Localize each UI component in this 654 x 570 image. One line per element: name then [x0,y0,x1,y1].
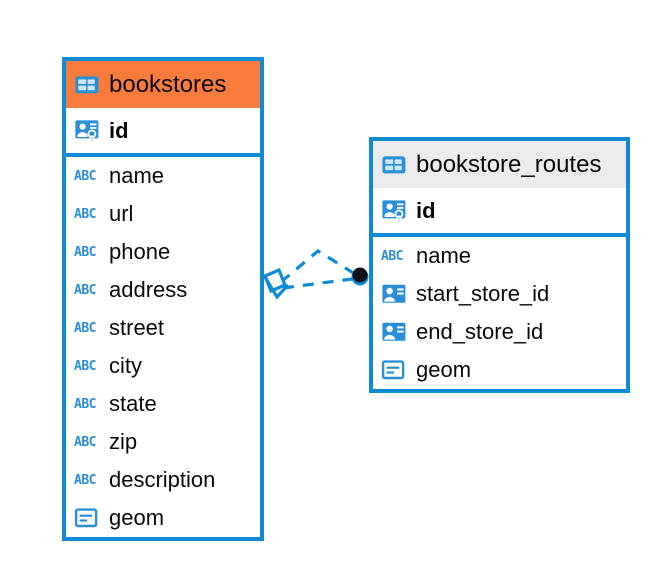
abc-text-icon-label: ABC [74,244,96,260]
field-label: zip [109,429,138,454]
relationship-line-upper [279,249,356,284]
abc-text-icon: ABC [74,431,100,453]
relationship-line-lower [282,277,353,290]
abc-text-icon: ABC [74,317,100,339]
field-row-end-store-id[interactable]: end_store_id [373,313,626,351]
filled-circle-marker [351,267,369,286]
entity-title: bookstores [109,70,227,98]
abc-text-icon: ABC [74,203,100,225]
field-label: phone [109,239,171,264]
primary-key-icon [382,199,406,223]
field-label: name [416,243,472,268]
abc-text-icon: ABC [74,393,100,415]
primary-key-separator [66,153,260,157]
field-label: address [109,277,188,302]
crows-foot-diamond-marker [262,267,290,300]
abc-text-icon-label: ABC [74,396,96,412]
abc-text-icon-label: ABC [74,206,96,222]
abc-text-icon: ABC [74,165,100,187]
entity-header[interactable]: bookstore_routes [373,141,626,188]
field-label: state [109,391,157,416]
field-label: street [109,315,165,340]
abc-text-icon: ABC [74,469,100,491]
field-row-address[interactable]: ABC address [66,271,260,309]
field-row-description[interactable]: ABC description [66,461,260,499]
abc-text-icon-label: ABC [74,168,96,184]
abc-text-icon: ABC [381,245,407,267]
entity-table-bookstores[interactable]: bookstores id ABC name ABC [62,57,264,541]
entity-title: bookstore_routes [416,150,602,178]
field-row-state[interactable]: ABC state [66,385,260,423]
foreign-key-icon [382,284,406,303]
geometry-icon [381,360,405,380]
field-row-street[interactable]: ABC street [66,309,260,347]
abc-text-icon-label: ABC [74,282,96,298]
entity-table-bookstore-routes[interactable]: bookstore_routes id ABC name [369,137,630,393]
table-icon [382,155,406,173]
field-label: geom [109,505,165,530]
entity-header[interactable]: bookstores [66,61,260,108]
field-row-geom[interactable]: geom [66,499,260,537]
abc-text-icon-label: ABC [74,434,96,450]
abc-text-icon-label: ABC [74,472,96,488]
field-row-zip[interactable]: ABC zip [66,423,260,461]
field-row-name[interactable]: ABC name [373,237,626,275]
abc-text-icon: ABC [74,355,100,377]
field-label: description [109,467,216,492]
field-row-id[interactable]: id [373,188,626,233]
field-label: id [109,117,129,143]
field-label: url [109,201,134,226]
field-row-name[interactable]: ABC name [66,157,260,195]
abc-text-icon: ABC [74,279,100,301]
abc-text-icon: ABC [74,241,100,263]
field-label: end_store_id [416,319,544,344]
field-row-city[interactable]: ABC city [66,347,260,385]
primary-key-icon [75,119,99,143]
field-row-url[interactable]: ABC url [66,195,260,233]
table-icon [75,75,99,93]
field-label: id [416,197,436,223]
field-row-phone[interactable]: ABC phone [66,233,260,271]
field-label: start_store_id [416,281,550,306]
field-label: name [109,163,165,188]
abc-text-icon-label: ABC [74,358,96,374]
field-label: city [109,353,142,378]
field-row-start-store-id[interactable]: start_store_id [373,275,626,313]
abc-text-icon-label: ABC [74,320,96,336]
field-row-id[interactable]: id [66,108,260,153]
field-label: geom [416,357,472,382]
geometry-icon [74,508,98,528]
foreign-key-icon [382,322,406,341]
primary-key-separator [373,233,626,237]
field-row-geom[interactable]: geom [373,351,626,389]
abc-text-icon-label: ABC [381,248,403,264]
